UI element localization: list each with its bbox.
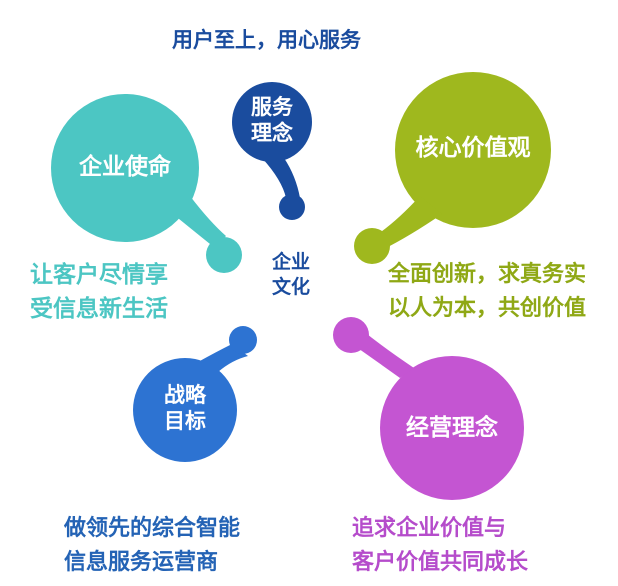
strategy-label-line2: 目标	[164, 409, 206, 434]
service-bubble	[232, 82, 312, 220]
mission-caption-line2: 受信息新生活	[30, 296, 168, 322]
strategy-caption-line1: 做领先的综合智能	[64, 516, 241, 541]
operation-caption-line1: 追求企业价值与	[352, 516, 507, 541]
service-label-line2: 理念	[251, 121, 293, 146]
strategy-bubble-label: 战略 目标	[152, 382, 218, 435]
mission-caption-line1: 让客户尽情享	[30, 262, 168, 288]
strategy-caption-line2: 信息服务运营商	[64, 550, 219, 575]
strategy-caption: 做领先的综合智能 信息服务运营商	[64, 512, 240, 580]
values-bubble-label: 核心价值观	[415, 135, 531, 161]
values-caption-line1: 全面创新，求真务实	[388, 262, 587, 287]
mission-bubble	[51, 94, 242, 273]
strategy-label-line1: 战略	[164, 383, 206, 407]
center-label-line2: 文化	[272, 275, 311, 298]
strategy-bubble	[133, 326, 257, 462]
service-bubble-label: 服务 理念	[242, 94, 302, 147]
center-label-line1: 企业	[272, 251, 311, 273]
operation-bubble-label: 经营理念	[406, 415, 498, 441]
slogan-text: 用户至上，用心服务	[172, 28, 361, 52]
values-caption: 全面创新，求真务实 以人为本，共创价值	[388, 258, 586, 326]
operation-caption: 追求企业价值与 客户价值共同成长	[352, 512, 528, 580]
values-caption-line2: 以人为本，共创价值	[388, 296, 587, 321]
values-bubble	[354, 72, 551, 264]
mission-caption: 让客户尽情享 受信息新生活	[30, 258, 168, 326]
center-label: 企业 文化	[272, 250, 310, 299]
operation-bubble	[333, 317, 524, 500]
operation-caption-line2: 客户价值共同成长	[352, 550, 529, 575]
mission-bubble-label: 企业使命	[79, 154, 171, 180]
service-label-line1: 服务	[251, 95, 293, 119]
